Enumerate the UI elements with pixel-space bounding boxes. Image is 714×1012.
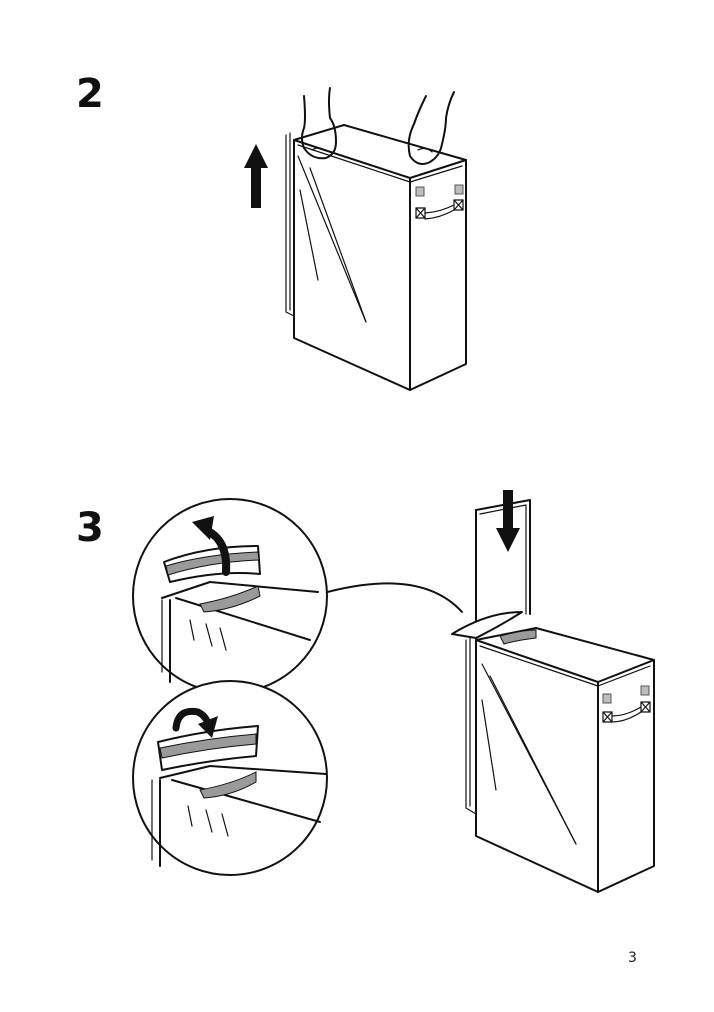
- step-number-3: 3: [76, 505, 104, 551]
- arrow-down-icon: [496, 490, 520, 552]
- curved-arrow-icon: [192, 516, 231, 576]
- frame-insert: [475, 499, 531, 641]
- detail-circle-2: [132, 680, 328, 876]
- detail-circle-1: [132, 498, 328, 694]
- bin-box: [451, 611, 655, 893]
- arrow-up-icon: [244, 144, 268, 208]
- curved-arrow-icon: [172, 707, 218, 738]
- page-number: 3: [628, 950, 637, 966]
- step-number-2: 2: [76, 71, 104, 117]
- hand-left-icon: [301, 87, 337, 160]
- step3-illustration: [132, 490, 655, 893]
- hand-right-icon: [407, 91, 455, 165]
- step2-illustration: [244, 87, 467, 391]
